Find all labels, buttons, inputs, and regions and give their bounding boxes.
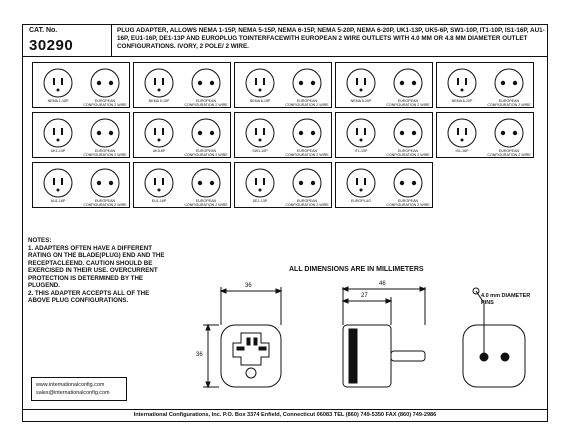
config-cell: EUROPLUG EUROPEAN CONFIGURATION 2 WIRE [335, 162, 433, 208]
outlet-type-label: EUROPEAN CONFIGURATION 2 WIRE [83, 99, 127, 107]
dim-depth-total: 46 [379, 281, 386, 287]
outlet-type-label: EUROPEAN CONFIGURATION 2 WIRE [83, 149, 127, 157]
pin-label: 4.0 mm DIAMETER PINS [481, 293, 531, 306]
product-description: PLUG ADAPTER, ALLOWS NEMA 1-15P, NEMA 5-… [117, 27, 545, 50]
outlet-type-label: EUROPEAN CONFIGURATION 2 WIRE [487, 149, 531, 157]
config-cell: EU1-16P EUROPEAN CONFIGURATION 2 WIRE [133, 162, 231, 208]
plug-type-label: NEMA 6-15P [249, 99, 271, 103]
plug-type-label: IS1-16P [455, 149, 469, 153]
front-view [203, 287, 283, 389]
config-cell: SW1-10P EUROPEAN CONFIGURATION 2 WIRE [234, 112, 332, 158]
config-cell: UK5-6P EUROPEAN CONFIGURATION 2 WIRE [133, 112, 231, 158]
plug-type-label: SW1-10P [252, 149, 268, 153]
config-cell: NEMA 6-15P EUROPEAN CONFIGURATION 2 WIRE [234, 62, 332, 108]
note-2: 2. THIS ADAPTER ACCEPTS ALL OF THE ABOVE… [28, 289, 150, 305]
catalog-number: 30290 [29, 37, 74, 54]
outlet-type-label: EUROPEAN CONFIGURATION 2 WIRE [184, 149, 228, 157]
side-view [341, 286, 427, 388]
outlet-type-label: EUROPEAN CONFIGURATION 2 WIRE [184, 199, 228, 207]
config-cell: UK1-13P EUROPEAN CONFIGURATION 2 WIRE [32, 112, 130, 158]
plug-type-label: EU1-16P [151, 199, 167, 203]
dim-width-front: 36 [245, 283, 252, 289]
config-cell: NEMA 6-20P EUROPEAN CONFIGURATION 2 WIRE [436, 62, 534, 108]
config-cell: DE1-13P EUROPEAN CONFIGURATION 2 WIRE [234, 162, 332, 208]
footer: International Configurations, Inc. P.O. … [23, 409, 547, 421]
plug-type-label: NEMA 1-15P [47, 99, 69, 103]
outlet-type-label: EUROPEAN CONFIGURATION 2 WIRE [83, 199, 127, 207]
outlet-type-label: EUROPEAN CONFIGURATION 2 WIRE [285, 199, 329, 207]
plug-type-label: IT1-10P [354, 149, 368, 153]
config-cell: AU1-16P EUROPEAN CONFIGURATION 2 WIRE [32, 162, 130, 208]
email-address[interactable]: sales@internationalconfig.com [36, 390, 110, 396]
outlet-type-label: EUROPEAN CONFIGURATION 2 WIRE [285, 149, 329, 157]
config-cell: IS1-16P EUROPEAN CONFIGURATION 2 WIRE [436, 112, 534, 158]
end-view [462, 287, 526, 388]
plug-type-label: AU1-16P [50, 199, 66, 203]
catalog-label: CAT. No. [29, 27, 58, 34]
note-1: 1. ADAPTERS OFTEN HAVE A DIFFERENT RATIN… [28, 244, 165, 290]
outlet-type-label: EUROPEAN CONFIGURATION 2 WIRE [386, 99, 430, 107]
plug-type-label: EUROPLUG [350, 199, 372, 203]
config-cell: NEMA 1-15P EUROPEAN CONFIGURATION 2 WIRE [32, 62, 130, 108]
header: CAT. No. 30290 PLUG ADAPTER, ALLOWS NEMA… [23, 25, 547, 57]
notes-title: NOTES: [28, 237, 52, 244]
plug-type-label: NEMA 6-20P [451, 99, 473, 103]
plug-type-label: UK1-13P [50, 149, 66, 153]
config-cell: NEMA 5-20P EUROPEAN CONFIGURATION 2 WIRE [335, 62, 433, 108]
contact-box: www.internationalconfig.com sales@intern… [31, 377, 127, 401]
plug-type-label: NEMA 5-20P [350, 99, 372, 103]
outlet-type-label: EUROPEAN CONFIGURATION 2 WIRE [386, 149, 430, 157]
catalog-box: CAT. No. 30290 [23, 25, 112, 56]
plug-type-label: DE1-13P [252, 199, 268, 203]
config-cell: IT1-10P EUROPEAN CONFIGURATION 2 WIRE [335, 112, 433, 158]
notes: NOTES: 1. ADAPTERS OFTEN HAVE A DIFFEREN… [28, 237, 168, 305]
dimensions-title: ALL DIMENSIONS ARE IN MILLIMETERS [289, 266, 424, 273]
config-cell: NEMA 5-15P EUROPEAN CONFIGURATION 2 WIRE [133, 62, 231, 108]
plug-type-label: NEMA 5-15P [148, 99, 170, 103]
outlet-type-label: EUROPEAN CONFIGURATION 2 WIRE [285, 99, 329, 107]
dimension-drawings [203, 286, 526, 389]
spec-sheet: CAT. No. 30290 PLUG ADAPTER, ALLOWS NEMA… [22, 24, 548, 422]
outlet-type-label: EUROPEAN CONFIGURATION 2 WIRE [386, 199, 430, 207]
dim-depth-body: 27 [361, 293, 368, 299]
dim-height-front: 36 [196, 352, 203, 358]
web-address[interactable]: www.internationalconfig.com [36, 382, 105, 388]
outlet-type-label: EUROPEAN CONFIGURATION 2 WIRE [184, 99, 228, 107]
outlet-type-label: EUROPEAN CONFIGURATION 2 WIRE [487, 99, 531, 107]
plug-type-label: UK5-6P [152, 149, 166, 153]
